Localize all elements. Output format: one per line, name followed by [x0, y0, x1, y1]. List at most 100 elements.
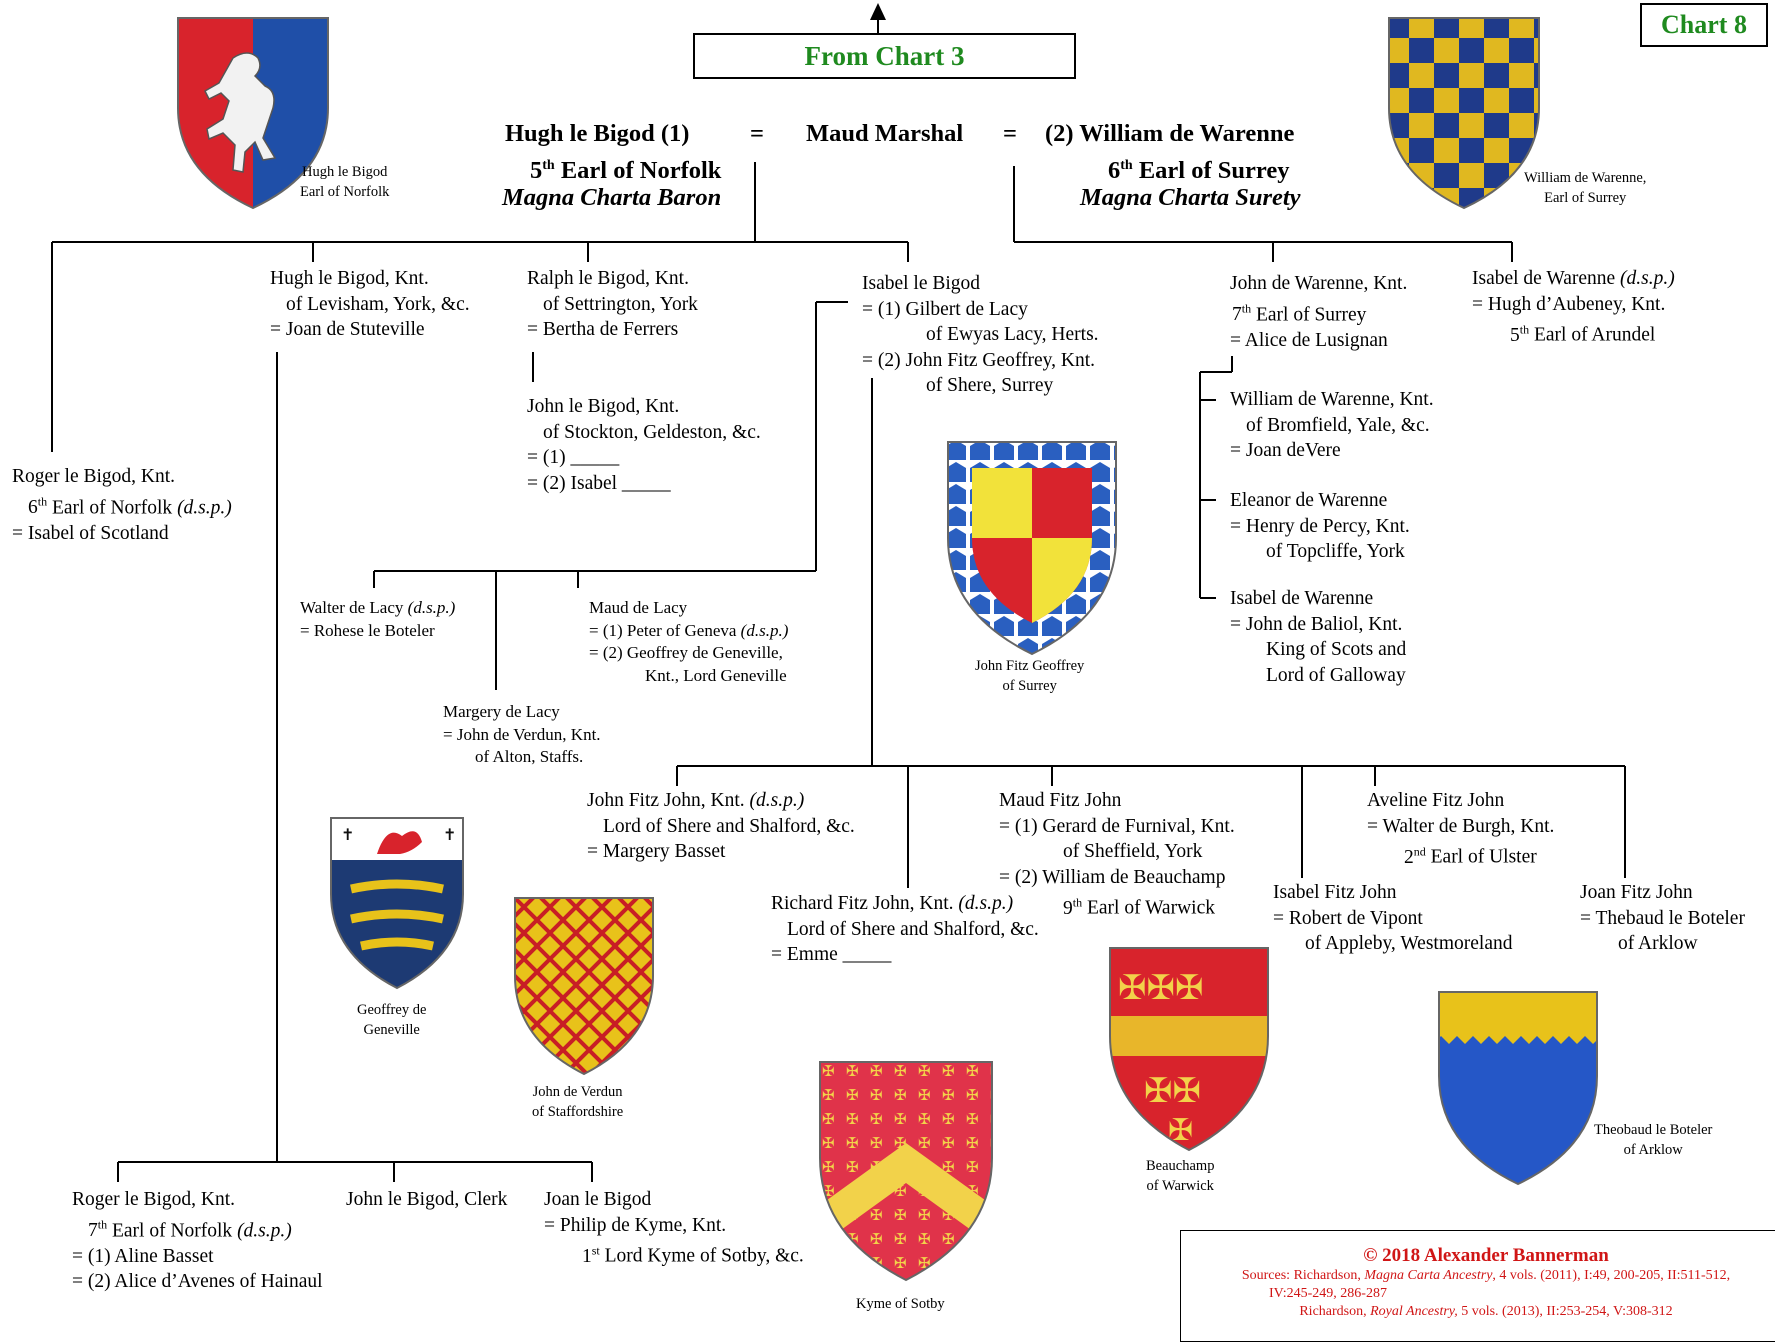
title-text: Earl of Arundel [1533, 324, 1656, 346]
person-isabel-baliol: Isabel de Warenne = John de Baliol, Knt.… [1230, 586, 1406, 688]
sources-footer: © 2018 Alexander Bannerman Sources: Rich… [1180, 1230, 1775, 1342]
hugh-le-bigod-role: Magna Charta Baron [502, 184, 722, 211]
person-spouse: = John de Baliol, Knt. [1230, 613, 1403, 635]
copyright-notice: © 2018 Alexander Bannerman [1363, 1245, 1609, 1266]
person-seat: of Settrington, York [543, 293, 698, 315]
person-spouse: = (2) Geoffrey de Geneville, [589, 643, 783, 662]
caption-line: Theobaud le Boteler [1594, 1122, 1713, 1138]
person-spouse: = Hugh d’Aubeney, Knt. [1472, 293, 1666, 315]
title-text: Earl of Norfolk [111, 1220, 233, 1241]
person-title: Knt., Lord Geneville [645, 665, 787, 685]
equals-sign-2: = [1003, 120, 1017, 147]
dsp-note: (d.s.p.) [749, 790, 805, 811]
person-title: Lord of Shere and Shalford, &c. [787, 918, 1039, 940]
person-eleanor-de-warenne: Eleanor de Warenne = Henry de Percy, Knt… [1230, 488, 1410, 565]
person-walter-de-lacy: Walter de Lacy (d.s.p.) = Rohese le Bote… [300, 597, 455, 642]
caption-line: of Warwick [1146, 1178, 1214, 1194]
title-text: Earl of Warwick [1086, 897, 1215, 919]
person-name: Eleanor de Warenne [1230, 490, 1388, 511]
text-run: Sources: Richardson, [1241, 1268, 1365, 1283]
title-ordinal: 5th [530, 157, 555, 185]
person-title: 9th Earl of Warwick [999, 890, 1235, 921]
person-spouse: = Bertha de Ferrers [527, 319, 679, 340]
person-seat: of Appleby, Westmoreland [1305, 933, 1513, 954]
book-title: Royal Ancestry, [1370, 1304, 1458, 1319]
caption-line: John Fitz Geoffrey [975, 658, 1085, 674]
person-joan-le-bigod: Joan le Bigod = Philip de Kyme, Knt. 1st… [544, 1187, 804, 1269]
person-john-le-bigod-clerk: John le Bigod, Clerk [346, 1187, 507, 1213]
caption-line: of Arklow [1623, 1142, 1683, 1158]
person-name: Maud Fitz John [999, 790, 1122, 811]
person-seat: of Shere, Surrey [926, 375, 1054, 396]
person-title: Lord of Galloway [1266, 664, 1406, 686]
person-name: Aveline Fitz John [1367, 790, 1505, 811]
boteler-shield [1438, 991, 1598, 1186]
caption-line: Beauchamp [1146, 1158, 1215, 1174]
hugh-le-bigod-name: Hugh le Bigod (1) [505, 120, 690, 147]
person-william-bromfield: William de Warenne, Knt. of Bromfield, Y… [1230, 387, 1434, 464]
person-title: 2nd Earl of Ulster [1367, 839, 1554, 870]
warenne-shield-caption: William de Warenne, Earl of Surrey [1524, 168, 1646, 208]
person-name: Maud de Lacy [589, 598, 688, 617]
dsp-note: (d.s.p.) [407, 598, 456, 617]
book-title: Magna Carta Ancestry [1364, 1268, 1493, 1283]
person-seat: of Stockton, Geldeston, &c. [543, 421, 761, 443]
person-name: Isabel Fitz John [1273, 882, 1397, 903]
svg-text:✠: ✠ [1168, 1114, 1193, 1147]
person-spouse: = Henry de Percy, Knt. [1230, 515, 1410, 537]
person-john-de-warenne: John de Warenne, Knt. 7th Earl of Surrey… [1230, 271, 1407, 353]
person-seat: of Levisham, York, &c. [286, 293, 470, 315]
dsp-note: (d.s.p.) [740, 620, 789, 640]
caption-line: Earl of Surrey [1544, 190, 1627, 206]
person-spouse: = Joan deVere [1230, 440, 1341, 461]
william-de-warenne-title: 6th Earl of Surrey [1108, 150, 1289, 187]
title-ordinal: 5th [1510, 322, 1530, 346]
person-name: Isabel le Bigod [862, 273, 981, 294]
svg-text:✠✠: ✠✠ [1144, 1073, 1201, 1110]
william-de-warenne-role: Magna Charta Surety [1080, 184, 1301, 211]
person-hugh-levisham: Hugh le Bigod, Knt. of Levisham, York, &… [270, 266, 470, 343]
person-spouse: = (2) William de Beauchamp [999, 866, 1226, 888]
person-spouse: = Rohese le Boteler [300, 620, 435, 640]
person-john-fitz-john: John Fitz John, Knt. (d.s.p.) Lord of Sh… [587, 788, 855, 865]
person-richard-fitz-john: Richard Fitz John, Knt. (d.s.p.) Lord of… [771, 891, 1039, 968]
william-de-warenne-name: (2) William de Warenne [1045, 120, 1295, 147]
person-seat: of Bromfield, Yale, &c. [1246, 414, 1430, 436]
title-ordinal: 2nd [1404, 844, 1426, 868]
person-spouse: = (1) Peter of Geneva [589, 620, 737, 640]
person-margery-de-lacy: Margery de Lacy = John de Verdun, Knt. o… [443, 701, 601, 769]
caption-line: of Staffordshire [532, 1104, 624, 1120]
geneville-shield: ✝ ✝ [330, 817, 464, 990]
kyme-shield-caption: Kyme of Sotby [856, 1294, 945, 1314]
title-text: Earl of Norfolk [51, 497, 173, 518]
person-roger-7th-earl: Roger le Bigod, Knt. 7th Earl of Norfolk… [72, 1187, 323, 1295]
person-john-stockton: John le Bigod, Knt. of Stockton, Geldest… [527, 394, 761, 496]
person-spouse: = Joan de Stuteville [270, 319, 425, 340]
boteler-shield-caption: Theobaud le Boteler of Arklow [1594, 1120, 1712, 1160]
beauchamp-shield: ✠✠✠ ✠✠ ✠ [1109, 947, 1269, 1152]
title-text: Earl of Ulster [1430, 846, 1537, 868]
person-name: Roger le Bigod, Knt. [12, 466, 176, 487]
person-name-line: Walter de Lacy (d.s.p.) [300, 597, 455, 620]
caption-line: of Surrey [1002, 678, 1057, 694]
title-text: Earl of Surrey [1138, 157, 1290, 185]
maud-marshal-name: Maud Marshal [806, 120, 964, 147]
person-spouse: = Emme _____ [771, 944, 892, 965]
person-spouse-line: = (1) Peter of Geneva (d.s.p.) [589, 620, 788, 643]
person-title: 7th Earl of Surrey [1230, 297, 1407, 328]
title-text: Earl of Surrey [1255, 304, 1367, 325]
person-title: 5th Earl of Arundel [1472, 317, 1675, 348]
person-seat: of Topcliffe, York [1266, 541, 1405, 562]
title-text: Earl of Norfolk [560, 157, 722, 185]
person-aveline-fitz-john: Aveline Fitz John = Walter de Burgh, Knt… [1367, 788, 1554, 870]
person-title: 7th Earl of Norfolk (d.s.p.) [72, 1213, 323, 1244]
title-ordinal: 7th [1232, 301, 1252, 326]
person-spouse: = (2) Alice d’Avenes of Hainaul [72, 1271, 323, 1292]
person-spouse: = Alice de Lusignan [1230, 329, 1388, 351]
text-run: , 4 vols. (2011), I:49, 200-205, II:511-… [1492, 1268, 1731, 1283]
person-name: Joan Fitz John [1580, 882, 1693, 903]
chart-number-label: Chart 8 [1640, 3, 1768, 47]
person-spouse: = John de Verdun, Knt. [443, 724, 601, 744]
person-name: John le Bigod, Knt. [527, 396, 680, 417]
